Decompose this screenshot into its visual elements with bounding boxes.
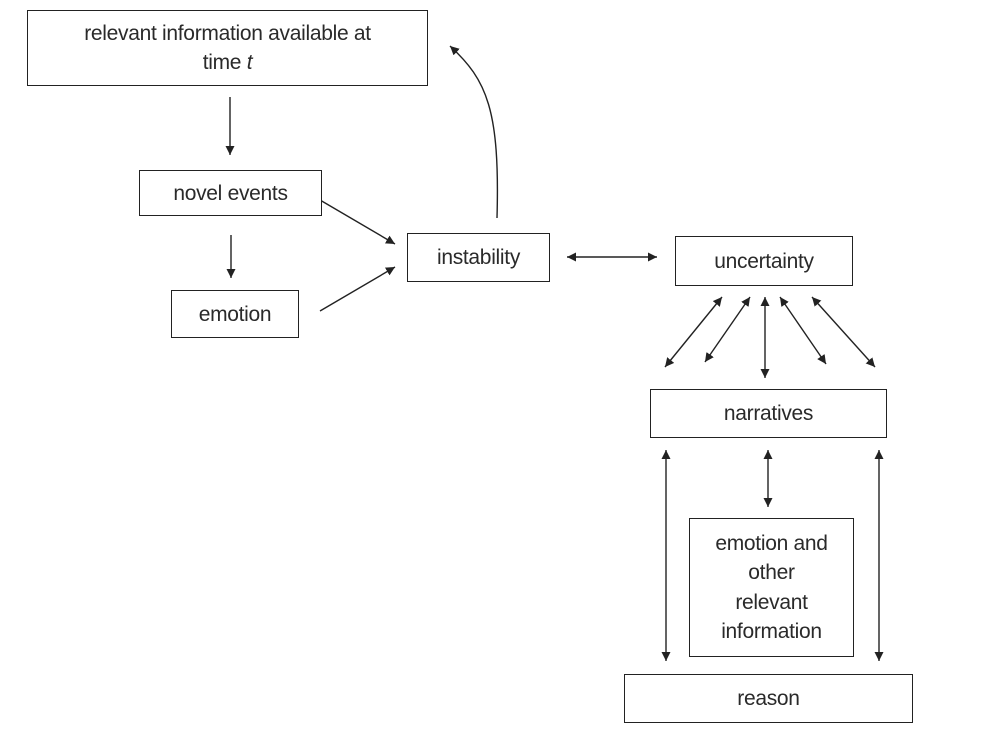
node-emotion-and-other-information: emotion and other relevant information xyxy=(689,518,854,657)
node-instability: instability xyxy=(407,233,550,282)
node-uncertainty: uncertainty xyxy=(675,236,853,286)
edge-uncertainty-narratives-2 xyxy=(704,296,751,363)
edge-uncertainty-narratives-4 xyxy=(779,296,827,365)
edge-instability-to-info xyxy=(449,45,499,219)
node-relevant-information-line1: relevant information available at xyxy=(84,22,371,45)
edge-uncertainty-narratives-5 xyxy=(811,296,876,368)
node-emotion-other-line3: relevant xyxy=(735,590,808,614)
edge-emotion-to-instability xyxy=(319,266,396,312)
edge-uncertainty-narratives-1 xyxy=(664,296,723,368)
node-uncertainty-label: uncertainty xyxy=(714,249,814,273)
node-reason: reason xyxy=(624,674,913,723)
time-variable: t xyxy=(246,51,253,74)
node-emotion: emotion xyxy=(171,290,299,338)
node-relevant-information: relevant information available at time t xyxy=(27,10,428,86)
node-relevant-information-line2: time xyxy=(202,51,247,74)
node-novel-events: novel events xyxy=(139,170,322,216)
node-reason-label: reason xyxy=(737,687,800,710)
node-narratives: narratives xyxy=(650,389,887,438)
node-emotion-other-line2: other xyxy=(748,561,795,584)
node-emotion-other-line4: information xyxy=(721,620,822,643)
node-emotion-other-line1: emotion and xyxy=(715,531,828,555)
node-instability-label: instability xyxy=(436,246,521,269)
node-emotion-label: emotion xyxy=(198,302,272,326)
node-novel-events-label: novel events xyxy=(173,181,288,205)
node-narratives-label: narratives xyxy=(723,402,814,425)
edge-novel-events-to-instability xyxy=(319,199,396,245)
